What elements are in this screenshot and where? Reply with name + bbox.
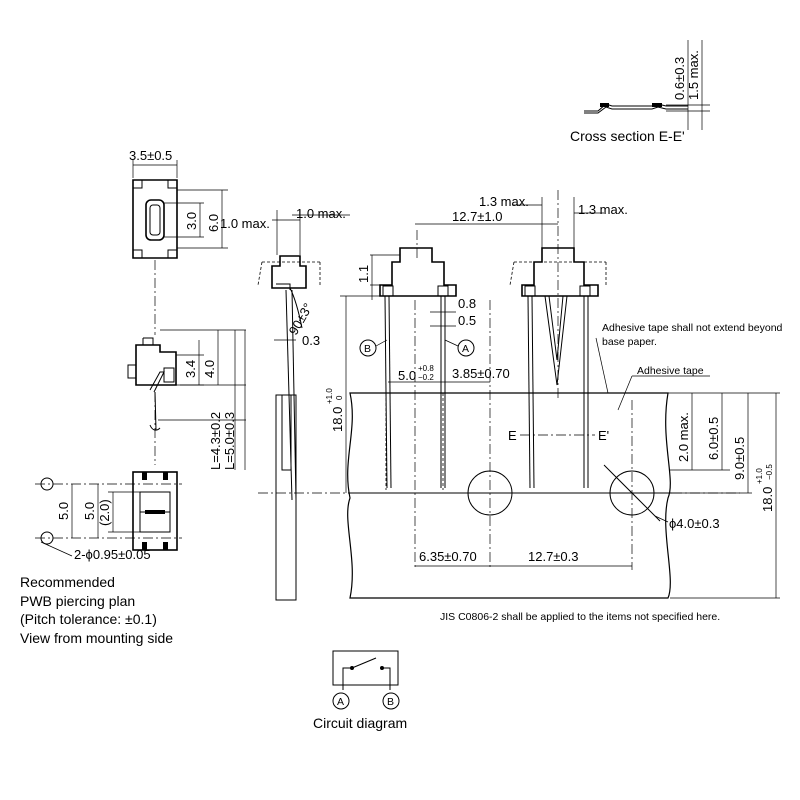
side-view-dim-left-max: 1.0 max.: [220, 216, 270, 231]
tape-dim-top-left: 1.3 max.: [479, 194, 529, 209]
terminal-B-label: B: [364, 343, 371, 355]
tape-dim-18-left: 18.0: [330, 407, 345, 432]
tape-dim-pitch-top: 12.7±1.0: [452, 209, 503, 224]
front-view-dim-3-4: 3.4: [183, 360, 198, 378]
tape-dim-2-max: 2.0 max.: [676, 412, 691, 462]
tape-dim-18-left-tol-lo: 0: [335, 395, 344, 400]
circuit-caption: Circuit diagram: [313, 715, 407, 731]
top-view: 3.5±0.5 3.0 6.0: [129, 148, 228, 335]
terminal-A-label: A: [462, 343, 469, 355]
tape-dim-12-7: 12.7±0.3: [528, 549, 579, 564]
tape-dim-3-85: 3.85±0.70: [452, 366, 510, 381]
tape-dim-0-8: 0.8: [458, 296, 476, 311]
tape-dim-top-right: 1.3 max.: [578, 202, 628, 217]
lead-length-dim-1: L=4.3±0.2: [208, 412, 223, 470]
tape-dim-18-right-tol-lo: −0.5: [765, 464, 774, 480]
tape-dim-lead-tol-lo: −0.2: [418, 373, 434, 382]
tape-dim-lead-tol-hi: +0.8: [418, 364, 434, 373]
lead-length-dim-2: L=5.0±0.3: [222, 412, 237, 470]
tape-dim-18-left-tol-hi: +1.0: [325, 388, 334, 404]
side-view-dim-angle: 90±3°: [286, 301, 316, 338]
tape-dim-9: 9.0±0.5: [732, 437, 747, 480]
tape-dim-1-1: 1.1: [356, 265, 371, 283]
piercing-caption-4: View from mounting side: [20, 630, 173, 646]
piercing-caption-2: PWB piercing plan: [20, 593, 135, 609]
note-adhesive-extend-1: Adhesive tape shall not extend beyond: [602, 322, 783, 334]
tape-dim-18-right: 18.0: [760, 487, 775, 512]
front-view-dim-4-0: 4.0: [202, 360, 217, 378]
tape-dim-6: 6.0±0.5: [706, 417, 721, 460]
section-label-E: E: [508, 428, 517, 443]
tape-dim-18-right-tol-hi: +1.0: [755, 468, 764, 484]
tape-dim-0-5: 0.5: [458, 313, 476, 328]
cross-section-view: 0.6±0.3 1.5 max. Cross section E-E': [570, 40, 710, 144]
piercing-dim-center: (2.0): [97, 499, 112, 526]
piercing-dim-hole: 2-ϕ0.95±0.05: [74, 547, 151, 562]
side-view-dim-right-max: 1.0 max.: [296, 206, 346, 221]
jis-note: JIS C0806-2 shall be applied to the item…: [440, 611, 720, 623]
top-view-dim-6-0: 6.0: [206, 214, 221, 232]
label-adhesive-tape: Adhesive tape: [637, 365, 704, 377]
tape-dim-hole: ϕ4.0±0.3: [669, 516, 720, 531]
cross-section-dim-1-5-max: 1.5 max.: [686, 50, 701, 100]
piercing-dim-pitch: 5.0: [56, 502, 71, 520]
circuit-terminal-B: B: [387, 696, 394, 708]
tape-dim-6-35: 6.35±0.70: [419, 549, 477, 564]
piercing-caption-3: (Pitch tolerance: ±0.1): [20, 611, 157, 627]
front-view: 3.4 4.0 L=4.3±0.2 L=5.0±0.3: [127, 329, 246, 470]
side-view-dim-lead: 0.3: [302, 333, 320, 348]
note-adhesive-extend-2: base paper.: [602, 336, 657, 348]
piercing-caption-1: Recommended: [20, 574, 115, 590]
taping-view: ϕ4.0±0.3 E E': [258, 190, 783, 599]
cross-section-caption: Cross section E-E': [570, 128, 685, 144]
section-label-E-prime: E': [598, 428, 609, 443]
piercing-dim-inner-pitch: 5.0: [82, 502, 97, 520]
top-view-dim-width: 3.5±0.5: [129, 148, 172, 163]
circuit-terminal-A: A: [337, 696, 344, 708]
top-view-dim-3-0: 3.0: [184, 212, 199, 230]
piercing-plan: 5.0 2-ϕ0.95±0.05 5.0 (2.0) Recommended P…: [20, 471, 182, 646]
tape-dim-lead-base: 5.0: [398, 368, 416, 383]
circuit-diagram: A B Circuit diagram: [313, 650, 407, 731]
cross-section-dim-0-6: 0.6±0.3: [672, 57, 687, 100]
